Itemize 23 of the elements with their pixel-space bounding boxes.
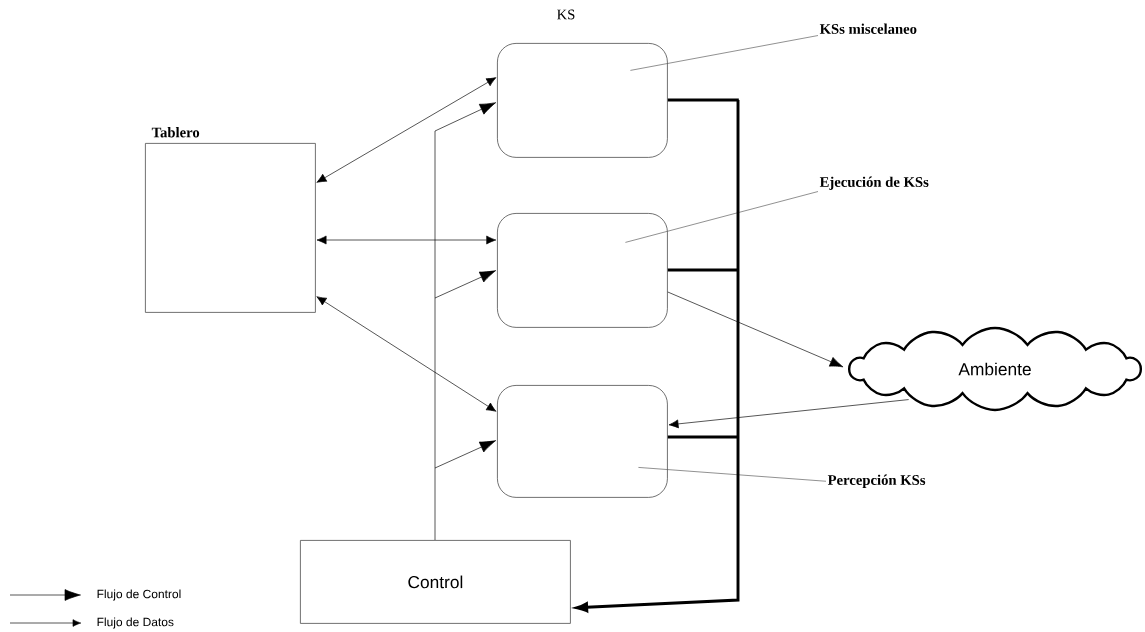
heading: Tablero bbox=[151, 127, 200, 138]
cloud: Ambiente bbox=[848, 326, 1142, 412]
control-box: Control bbox=[300, 540, 571, 624]
legend-label: Flujo de Datos bbox=[97, 617, 174, 629]
leader-line bbox=[638, 467, 827, 482]
callout-label: Percepción KSs bbox=[827, 474, 926, 488]
leader-line bbox=[630, 35, 819, 71]
arrow bbox=[434, 440, 496, 469]
leader-line bbox=[625, 191, 819, 243]
legend-label: Flujo de Control bbox=[97, 589, 181, 601]
process-box bbox=[497, 385, 668, 498]
arrow bbox=[316, 235, 497, 245]
group-label: KS bbox=[557, 9, 575, 20]
callout-label: KSs miscelaneo bbox=[819, 23, 917, 34]
arrow bbox=[667, 291, 844, 368]
arrow bbox=[316, 296, 497, 412]
arrow bbox=[316, 77, 497, 183]
arrow bbox=[434, 270, 496, 299]
arrow bbox=[668, 399, 909, 429]
callout-label: Ejecución de KSs bbox=[819, 176, 929, 190]
process-box bbox=[497, 213, 668, 328]
arrow bbox=[434, 102, 496, 132]
process-box bbox=[497, 43, 668, 158]
